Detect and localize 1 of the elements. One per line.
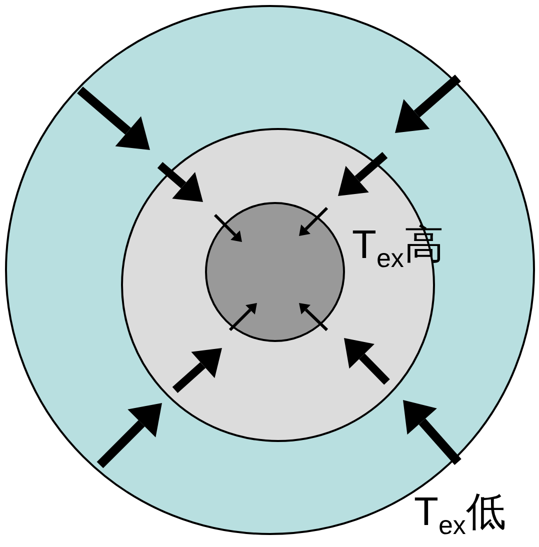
label-text: T$_{ex}$低 xyxy=(414,492,506,538)
